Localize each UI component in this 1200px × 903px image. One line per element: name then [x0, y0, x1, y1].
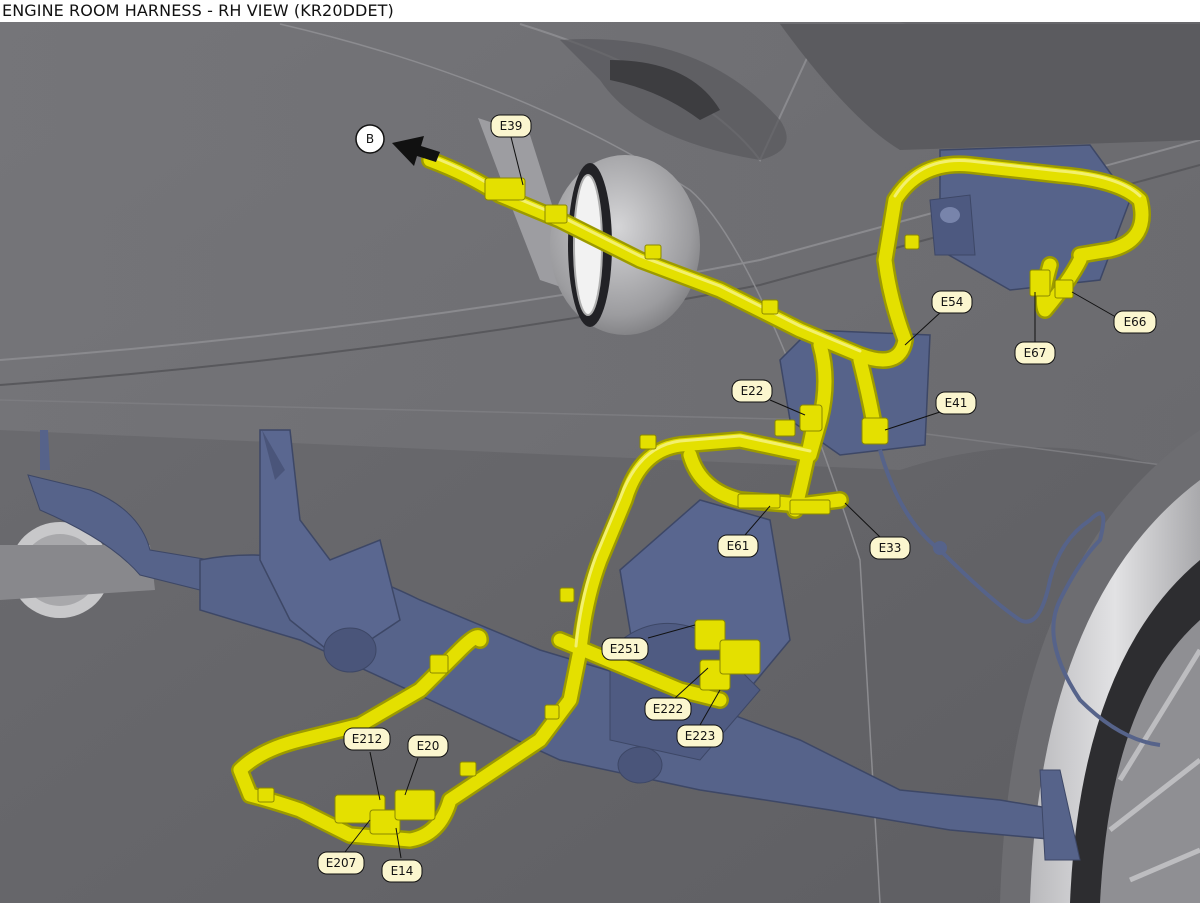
label-e20: E20: [407, 734, 449, 758]
svg-text:E212: E212: [352, 732, 383, 746]
svg-text:E61: E61: [727, 539, 750, 553]
leader-lines: [344, 136, 1122, 859]
sensor-wire: [878, 449, 1161, 747]
svg-text:E207: E207: [326, 856, 357, 870]
label-e54: E54: [931, 290, 973, 314]
label-e41: E41: [935, 391, 977, 415]
svg-text:E251: E251: [610, 642, 641, 656]
svg-text:E67: E67: [1024, 346, 1047, 360]
svg-text:E222: E222: [653, 702, 684, 716]
label-e67: E67: [1014, 341, 1056, 365]
label-e222: E222: [644, 697, 692, 721]
tie-rod-left: [0, 430, 211, 618]
label-e33: E33: [869, 536, 911, 560]
label-e212: E212: [343, 727, 391, 751]
title-bar: ENGINE ROOM HARNESS - RH VIEW (KR20DDET): [0, 0, 1200, 22]
svg-text:E14: E14: [391, 864, 414, 878]
svg-text:E39: E39: [500, 119, 523, 133]
svg-text:E54: E54: [941, 295, 964, 309]
page-title: ENGINE ROOM HARNESS - RH VIEW (KR20DDET): [2, 1, 394, 20]
direction-arrow: [392, 136, 440, 166]
svg-text:E223: E223: [685, 729, 716, 743]
svg-text:E41: E41: [945, 396, 968, 410]
direction-marker: B: [355, 124, 385, 154]
label-e39: E39: [490, 114, 532, 138]
label-e207: E207: [317, 851, 365, 875]
label-e14: E14: [381, 859, 423, 883]
svg-text:E20: E20: [417, 739, 440, 753]
connector-blocks: [257, 177, 1074, 835]
label-e61: E61: [717, 534, 759, 558]
label-e251: E251: [601, 637, 649, 661]
svg-text:E22: E22: [741, 384, 764, 398]
wheel: [1000, 430, 1200, 903]
svg-text:E66: E66: [1124, 315, 1147, 329]
label-e223: E223: [676, 724, 724, 748]
connector-labels: E39 E54 E66 E67 E22 E41: [317, 114, 1157, 883]
label-e22: E22: [731, 379, 773, 403]
harness-diagram: B E39 E5: [0, 22, 1200, 903]
label-e66: E66: [1113, 310, 1157, 334]
direction-marker-label: B: [366, 132, 374, 146]
steering-rack: [199, 429, 1081, 861]
svg-text:E33: E33: [879, 541, 902, 555]
